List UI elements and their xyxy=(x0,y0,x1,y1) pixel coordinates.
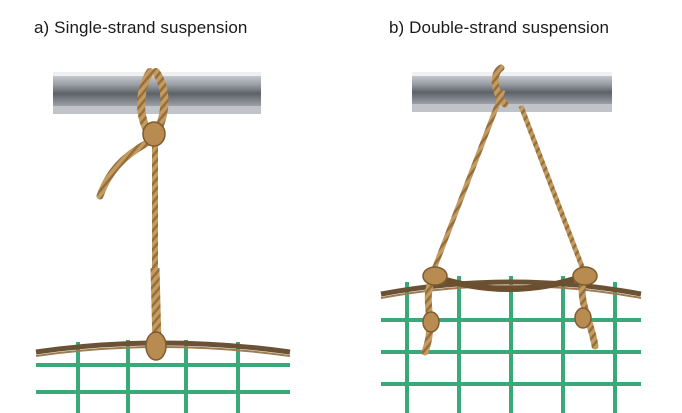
panel-b-caption: b) Double-strand suspension xyxy=(389,18,610,37)
panel-single-strand: a) Single-strand suspension xyxy=(34,18,291,413)
single-strand-illustration xyxy=(35,68,291,413)
knot-icon xyxy=(142,121,167,361)
knot-icon xyxy=(422,266,598,333)
steel-rail-icon xyxy=(412,72,612,112)
net-icon xyxy=(380,276,642,413)
panel-a-caption: a) Single-strand suspension xyxy=(34,18,248,37)
double-strand-illustration xyxy=(380,64,642,413)
panel-double-strand: b) Double-strand suspension xyxy=(341,0,682,413)
net-icon xyxy=(35,340,291,413)
